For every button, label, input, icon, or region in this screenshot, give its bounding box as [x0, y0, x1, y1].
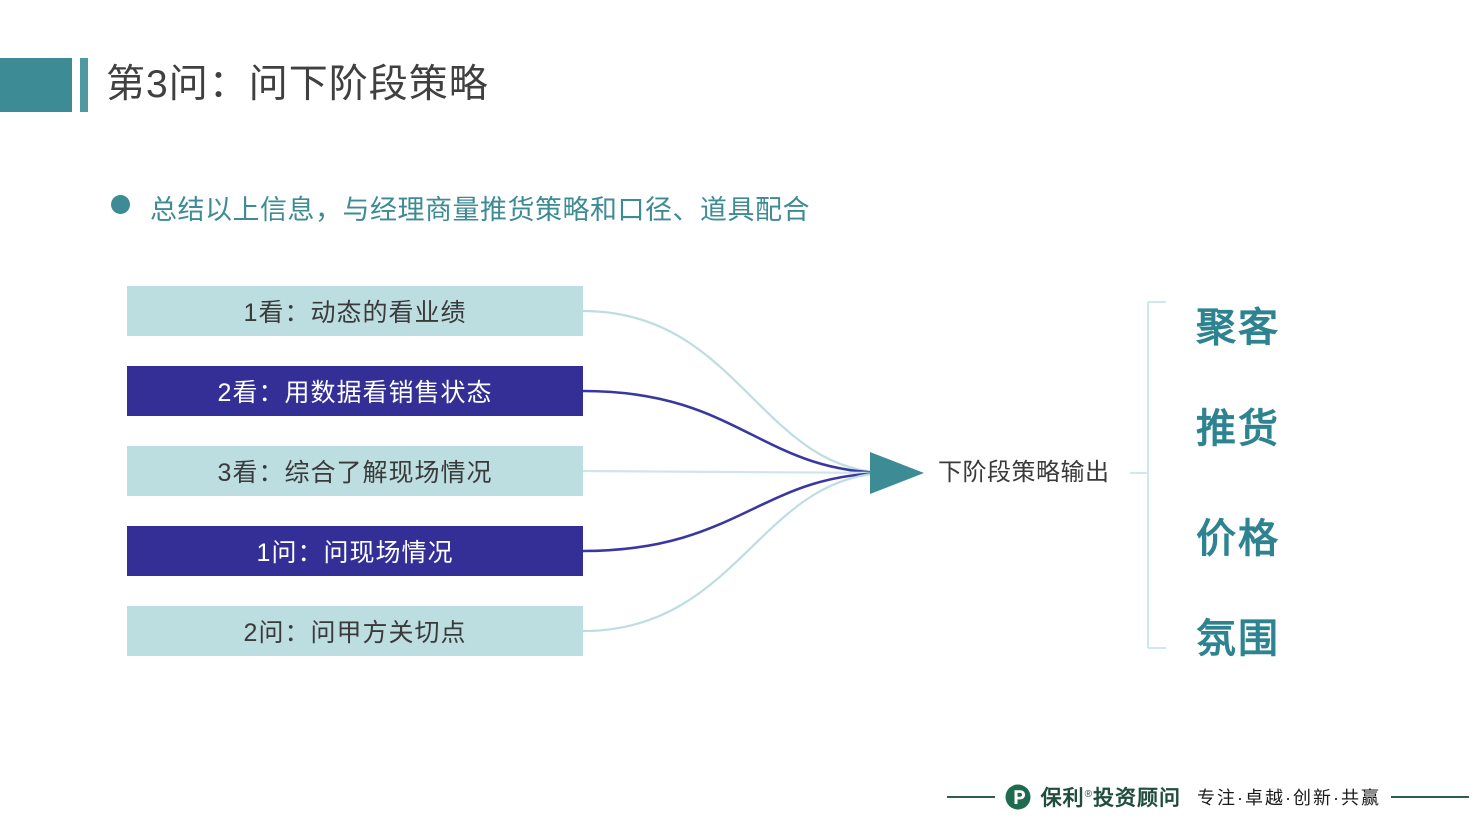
footer-brand-suffix: 投资顾问 — [1093, 787, 1182, 810]
outcome-item-2: 推货 — [1196, 407, 1280, 451]
outcome-item-4: 氛围 — [1196, 617, 1280, 661]
footer-brand-main: 保利 — [1040, 787, 1085, 810]
footer-tagline: 专注·卓越·创新·共赢 — [1197, 788, 1381, 808]
poly-logo-icon — [1005, 784, 1031, 810]
step-box-5[interactable]: 2问：问甲方关切点 — [127, 606, 583, 656]
connector-4 — [582, 471, 891, 553]
step-box-4-label: 1问：问现场情况 — [256, 539, 454, 567]
connector-3 — [582, 469, 891, 475]
footer-brand: 保利®投资顾问 — [1041, 782, 1181, 812]
step-box-1-label: 1看：动态的看业绩 — [243, 299, 467, 327]
outcome-bracket — [1130, 301, 1166, 649]
page-title: 第3问：问下阶段策略 — [106, 63, 489, 106]
connector-5 — [582, 471, 891, 633]
footer-rule-left — [946, 796, 995, 798]
footer-registered-mark: ® — [1084, 789, 1094, 800]
title-accent-square — [0, 58, 72, 112]
outcome-item-1: 聚客 — [1196, 306, 1280, 350]
title-accent-bar — [80, 58, 88, 112]
step-box-3[interactable]: 3看：综合了解现场情况 — [127, 446, 583, 496]
outcome-item-3: 价格 — [1196, 517, 1280, 561]
step-box-1[interactable]: 1看：动态的看业绩 — [127, 286, 583, 336]
step-box-4[interactable]: 1问：问现场情况 — [127, 526, 583, 576]
arrow-head-icon — [870, 452, 924, 494]
bullet-dot-icon — [111, 195, 130, 214]
step-box-3-label: 3看：综合了解现场情况 — [217, 459, 493, 487]
step-box-2-label: 2看：用数据看销售状态 — [217, 379, 493, 407]
bullet-text: 总结以上信息，与经理商量推货策略和口径、道具配合 — [150, 195, 810, 225]
step-box-2[interactable]: 2看：用数据看销售状态 — [127, 366, 583, 416]
output-label: 下阶段策略输出 — [938, 459, 1110, 486]
slide-footer: 保利®投资顾问 专注·卓越·创新·共赢 — [0, 770, 1477, 827]
step-box-5-label: 2问：问甲方关切点 — [243, 619, 467, 647]
connector-1 — [582, 309, 891, 475]
connector-2 — [582, 389, 891, 475]
footer-rule-right — [1391, 796, 1469, 798]
